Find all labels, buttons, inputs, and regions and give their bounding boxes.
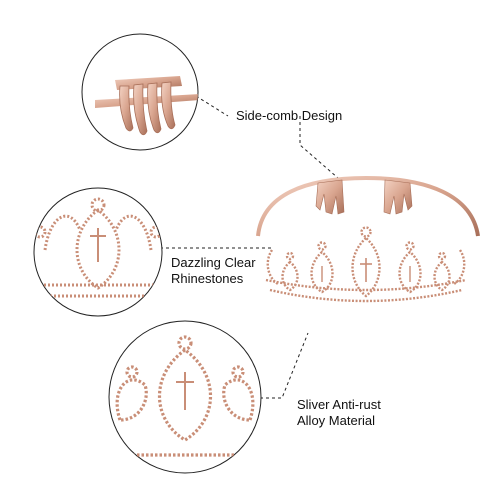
tiara-main bbox=[256, 175, 480, 303]
tiara-crown bbox=[265, 226, 467, 303]
callout-line-side-comb bbox=[299, 116, 339, 179]
callout-rhinestones-line-2: Rhinestones bbox=[171, 271, 244, 286]
callout-label-rhinestones: Dazzling Clear Rhinestones bbox=[171, 255, 256, 287]
tiara-side-combs bbox=[315, 179, 413, 215]
callout-alloy-line-2: Alloy Material bbox=[297, 413, 376, 428]
alloy-detail-circle bbox=[108, 320, 262, 474]
callout-line-alloy bbox=[260, 332, 309, 399]
callout-label-alloy: Sliver Anti-rust Alloy Material bbox=[297, 397, 381, 429]
comb-detail-circle bbox=[81, 33, 199, 151]
callout-lines bbox=[160, 95, 339, 399]
callout-alloy-line-1: Sliver Anti-rust bbox=[297, 397, 381, 412]
rhinestone-detail-circle bbox=[33, 187, 163, 317]
callout-side-comb-line-1: Side-comb Design bbox=[236, 108, 343, 123]
callout-rhinestones-line-1: Dazzling Clear bbox=[171, 255, 256, 270]
callout-label-side-comb: Side-comb Design bbox=[236, 108, 342, 124]
